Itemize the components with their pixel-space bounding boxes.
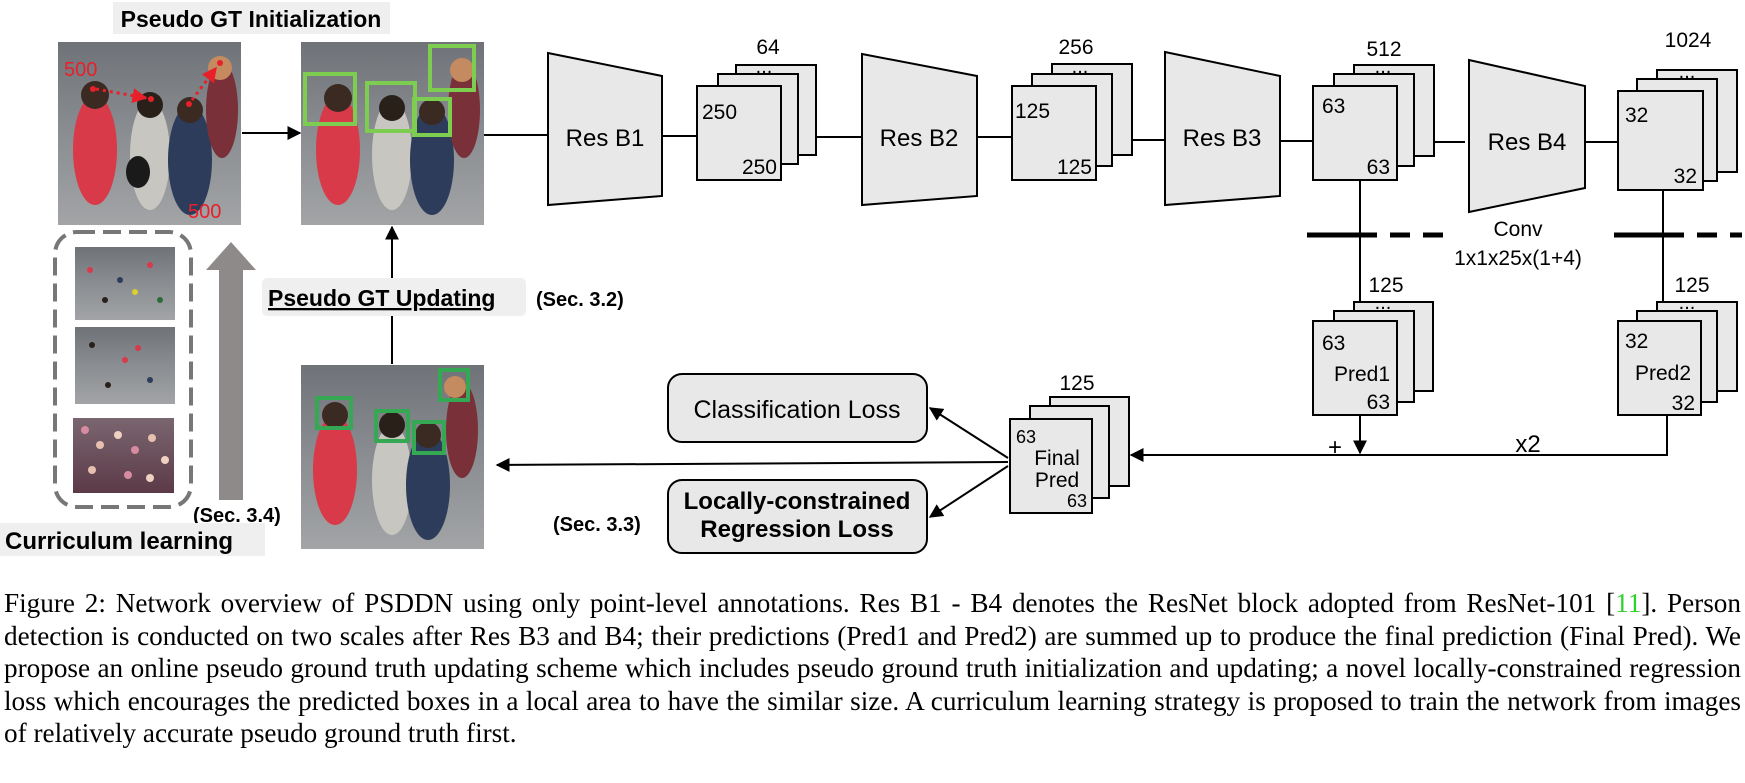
- updating-title: Pseudo GT Updating: [268, 285, 495, 311]
- fmap-dots: ...: [756, 56, 773, 78]
- fmap-dots: ...: [1375, 292, 1392, 314]
- regression-loss-box: [667, 479, 928, 554]
- sum-operator: +: [1328, 434, 1342, 461]
- pred-box: [438, 368, 470, 402]
- pred-box: [374, 409, 410, 443]
- fmap-pred1-width: 63: [1367, 391, 1390, 414]
- res-block-b1-label: Res B1: [566, 125, 645, 152]
- res-block-b2: [861, 52, 978, 207]
- arrow-to-regression-loss: [928, 465, 1009, 518]
- updated-gt-image: [301, 365, 484, 549]
- fmap-f1-channels: 64: [756, 36, 780, 59]
- init-title: Pseudo GT Initialization: [121, 6, 382, 32]
- fmap-f2-channels: 256: [1058, 36, 1093, 59]
- feature-map-f1: [696, 64, 817, 181]
- curriculum-image-medium: [75, 327, 175, 404]
- annotation-point: [217, 60, 223, 66]
- fmap-final-channels: 125: [1059, 372, 1094, 395]
- input-size-label: 500: [64, 59, 97, 81]
- fmap-pred1-channels: 125: [1368, 274, 1403, 297]
- annotation-point: [148, 96, 154, 102]
- curriculum-title-bg: [0, 523, 265, 556]
- fmap-f4-width: 32: [1674, 165, 1697, 188]
- input-size-label: 500: [188, 201, 221, 223]
- regression-loss-label-1: Locally-constrained: [684, 488, 911, 515]
- fmap-final-name1: Final: [1034, 447, 1080, 470]
- conv-label-line1: Conv: [1493, 218, 1543, 241]
- fmap-f3-channels: 512: [1366, 38, 1401, 61]
- pred-box: [315, 396, 353, 430]
- curriculum-group: [53, 230, 193, 509]
- init-gt-image: [301, 42, 484, 225]
- res-block-b1: [547, 51, 663, 207]
- fmap-final-name2: Pred: [1035, 469, 1079, 492]
- curriculum-section: (Sec. 3.4): [193, 505, 281, 527]
- fmap-f3-height: 63: [1322, 95, 1345, 118]
- arrow-to-classification-loss: [928, 407, 1009, 459]
- caption-text-1: Network overview of PSDDN using only poi…: [115, 588, 1616, 618]
- updating-section: (Sec. 3.2): [536, 289, 624, 311]
- pred-box: [412, 420, 446, 455]
- fmap-dots: ...: [1679, 61, 1696, 83]
- curriculum-image-hard: [73, 418, 174, 493]
- curriculum-image-easy: [75, 247, 175, 320]
- feature-map-f2: [1011, 63, 1133, 181]
- feature-map-f4: [1617, 69, 1738, 191]
- fmap-pred2-name: Pred2: [1635, 362, 1691, 385]
- upsample-label: x2: [1515, 431, 1540, 458]
- fmap-pred1-height: 63: [1322, 332, 1345, 355]
- regression-loss-label-2: Regression Loss: [700, 516, 893, 543]
- gt-box: [428, 44, 476, 92]
- fmap-f4-height: 32: [1625, 104, 1648, 127]
- fmap-f1-height: 250: [702, 101, 737, 124]
- conv-label-line2: 1x1x25x(1+4): [1454, 247, 1582, 270]
- annotation-point: [186, 101, 192, 107]
- init-title-bg: [113, 2, 390, 34]
- fmap-f4-channels: 1024: [1665, 29, 1712, 52]
- updating-title-bg: [262, 278, 526, 316]
- fmap-pred2-width: 32: [1672, 392, 1695, 415]
- fmap-f1-width: 250: [742, 156, 777, 179]
- feature-map-pred1: [1312, 301, 1434, 416]
- classification-loss-box: [667, 373, 928, 443]
- res-block-b3: [1164, 50, 1281, 207]
- fmap-pred2-height: 32: [1625, 330, 1648, 353]
- res-block-b2-label: Res B2: [880, 125, 959, 152]
- gt-box: [412, 97, 452, 137]
- classification-loss-label: Classification Loss: [693, 396, 900, 424]
- network-diagram: Pseudo GT Initialization 500 500: [0, 2, 1742, 556]
- res-block-b3-label: Res B3: [1183, 125, 1262, 152]
- fmap-f3-width: 63: [1367, 156, 1390, 179]
- fmap-dots: ...: [1375, 56, 1392, 78]
- annotation-point: [90, 86, 96, 92]
- feature-map-final-pred: [1009, 396, 1130, 514]
- curriculum-title: Curriculum learning: [5, 528, 233, 555]
- fmap-f2-height: 125: [1015, 100, 1050, 123]
- fmap-final-width: 63: [1067, 491, 1087, 511]
- caption-label: Figure 2:: [4, 588, 106, 618]
- caption-citation[interactable]: 11: [1615, 588, 1642, 618]
- fmap-pred2-channels: 125: [1674, 274, 1709, 297]
- feature-map-pred2: [1617, 301, 1738, 416]
- distance-arrow: [95, 87, 148, 103]
- caption-text-2: ]. Person detection is conducted on two …: [4, 588, 1741, 749]
- arrow-to-updated-image: [495, 457, 1009, 472]
- fmap-f2-width: 125: [1057, 156, 1092, 179]
- res-block-b4-label: Res B4: [1488, 129, 1567, 156]
- feature-map-f3: [1312, 64, 1435, 181]
- fmap-dots: ...: [1679, 292, 1696, 314]
- regression-section: (Sec. 3.3): [553, 514, 641, 536]
- res-block-b4: [1468, 58, 1586, 214]
- fmap-final-height: 63: [1016, 427, 1036, 447]
- figure-caption: Figure 2: Network overview of PSDDN usin…: [4, 587, 1741, 750]
- pred2-upsample-path: [1129, 415, 1668, 462]
- fmap-pred1-name: Pred1: [1334, 363, 1390, 386]
- gt-box: [303, 72, 357, 126]
- fmap-dots: ...: [1072, 56, 1089, 78]
- curriculum-arrow: [206, 242, 256, 500]
